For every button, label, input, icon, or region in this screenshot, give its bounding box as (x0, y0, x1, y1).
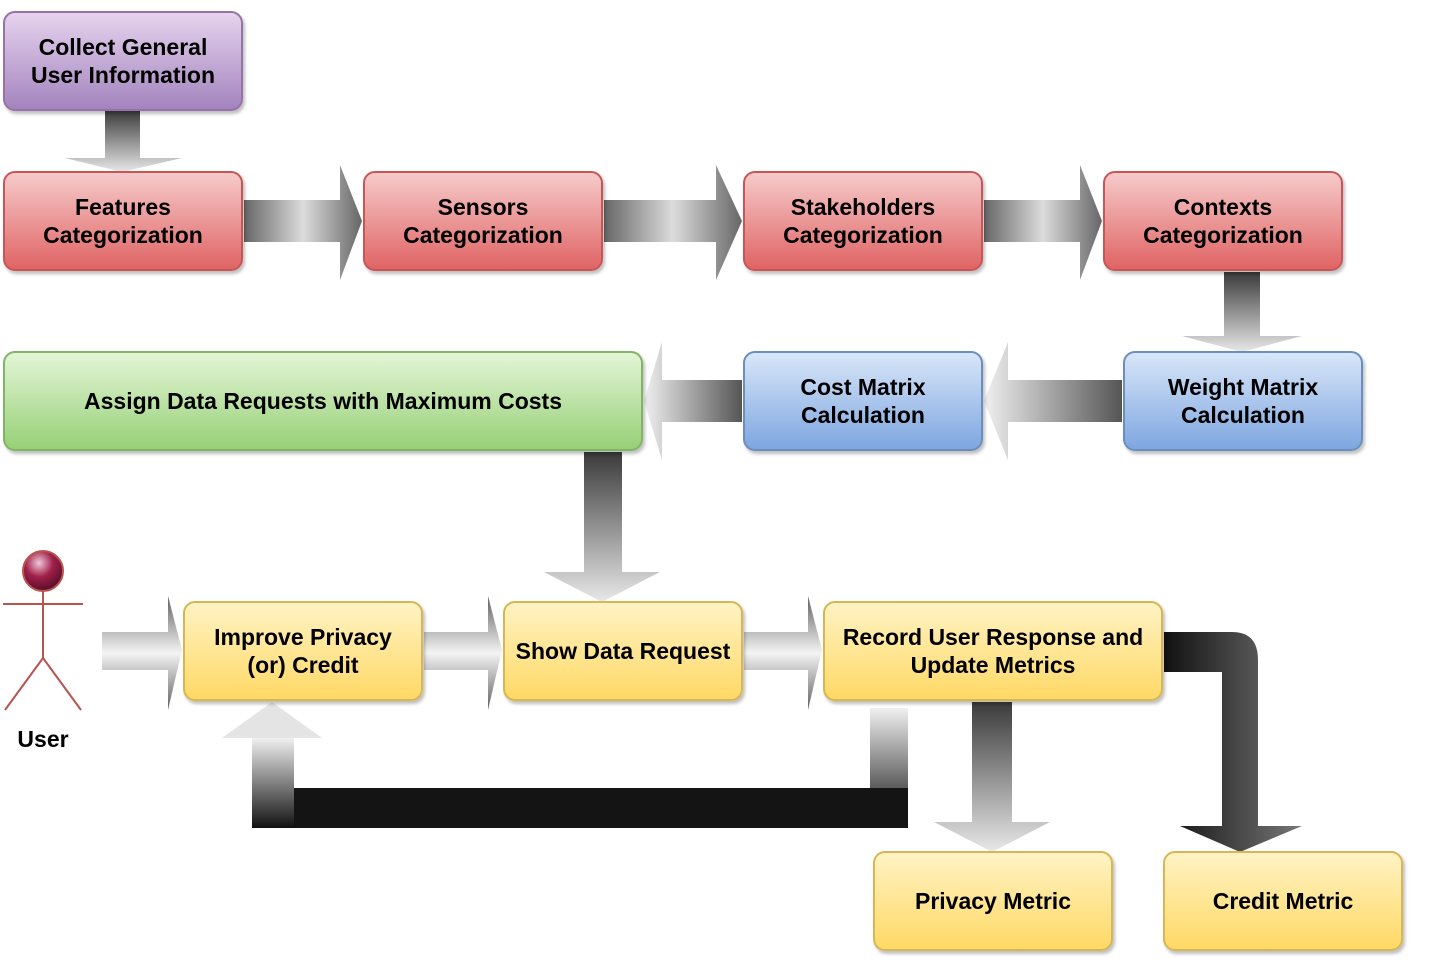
assign-data-requests-box: Assign Data Requests with Maximum Costs (3, 351, 643, 451)
privacy-metric-box: Privacy Metric (873, 851, 1113, 951)
improve-privacy-or-credit-box: Improve Privacy (or) Credit (183, 601, 423, 701)
sensors-label: Sensors Categorization (403, 194, 563, 248)
collect-label: Collect General User Information (30, 34, 216, 88)
sensors-categorization-box: Sensors Categorization (363, 171, 603, 271)
arrow-record-to-credit-metric (1164, 632, 1302, 852)
record-label: Record User Response and Update Metrics (842, 624, 1144, 678)
contexts-label: Contexts Categorization (1143, 194, 1303, 248)
arrow-contexts-to-weight (1182, 272, 1302, 352)
cost-matrix-calculation-box: Cost Matrix Calculation (743, 351, 983, 451)
loop-arrow-head (222, 702, 322, 738)
features-label: Features Categorization (43, 194, 203, 248)
stakeholders-categorization-box: Stakeholders Categorization (743, 171, 983, 271)
arrow-weight-to-cost (984, 342, 1122, 460)
user-actor-label: User (17, 726, 69, 752)
arrow-cost-to-assign (644, 342, 742, 460)
privacy-metric-label: Privacy Metric (915, 888, 1071, 914)
improve-label: Improve Privacy (or) Credit (214, 624, 392, 678)
stakeholders-label: Stakeholders Categorization (783, 194, 943, 248)
assign-label: Assign Data Requests with Maximum Costs (84, 388, 562, 414)
show-label: Show Data Request (515, 638, 731, 664)
credit-metric-label: Credit Metric (1212, 888, 1354, 914)
arrow-improve-to-show (424, 596, 502, 710)
arrow-user-to-improve (102, 596, 182, 710)
record-user-response-box: Record User Response and Update Metrics (823, 601, 1163, 701)
arrow-assign-to-show (544, 452, 660, 602)
cost-label: Cost Matrix Calculation (800, 374, 926, 428)
loop-arrow-up-segment (252, 738, 294, 828)
arrow-stakeholders-to-contexts (984, 165, 1102, 280)
arrow-features-to-sensors (244, 165, 362, 280)
user-actor-icon (3, 550, 83, 711)
loop-arrow-bottom-segment (252, 788, 908, 828)
credit-metric-box: Credit Metric (1163, 851, 1403, 951)
arrow-show-to-record (744, 596, 822, 710)
arrow-record-to-privacy-metric (934, 702, 1050, 852)
weight-matrix-calculation-box: Weight Matrix Calculation (1123, 351, 1363, 451)
arrow-sensors-to-stakeholders (604, 165, 742, 280)
features-categorization-box: Features Categorization (3, 171, 243, 271)
collect-general-user-information-box: Collect General User Information (3, 11, 243, 111)
weight-label: Weight Matrix Calculation (1167, 374, 1319, 428)
contexts-categorization-box: Contexts Categorization (1103, 171, 1343, 271)
show-data-request-box: Show Data Request (503, 601, 743, 701)
arrow-collect-to-features (65, 110, 182, 172)
